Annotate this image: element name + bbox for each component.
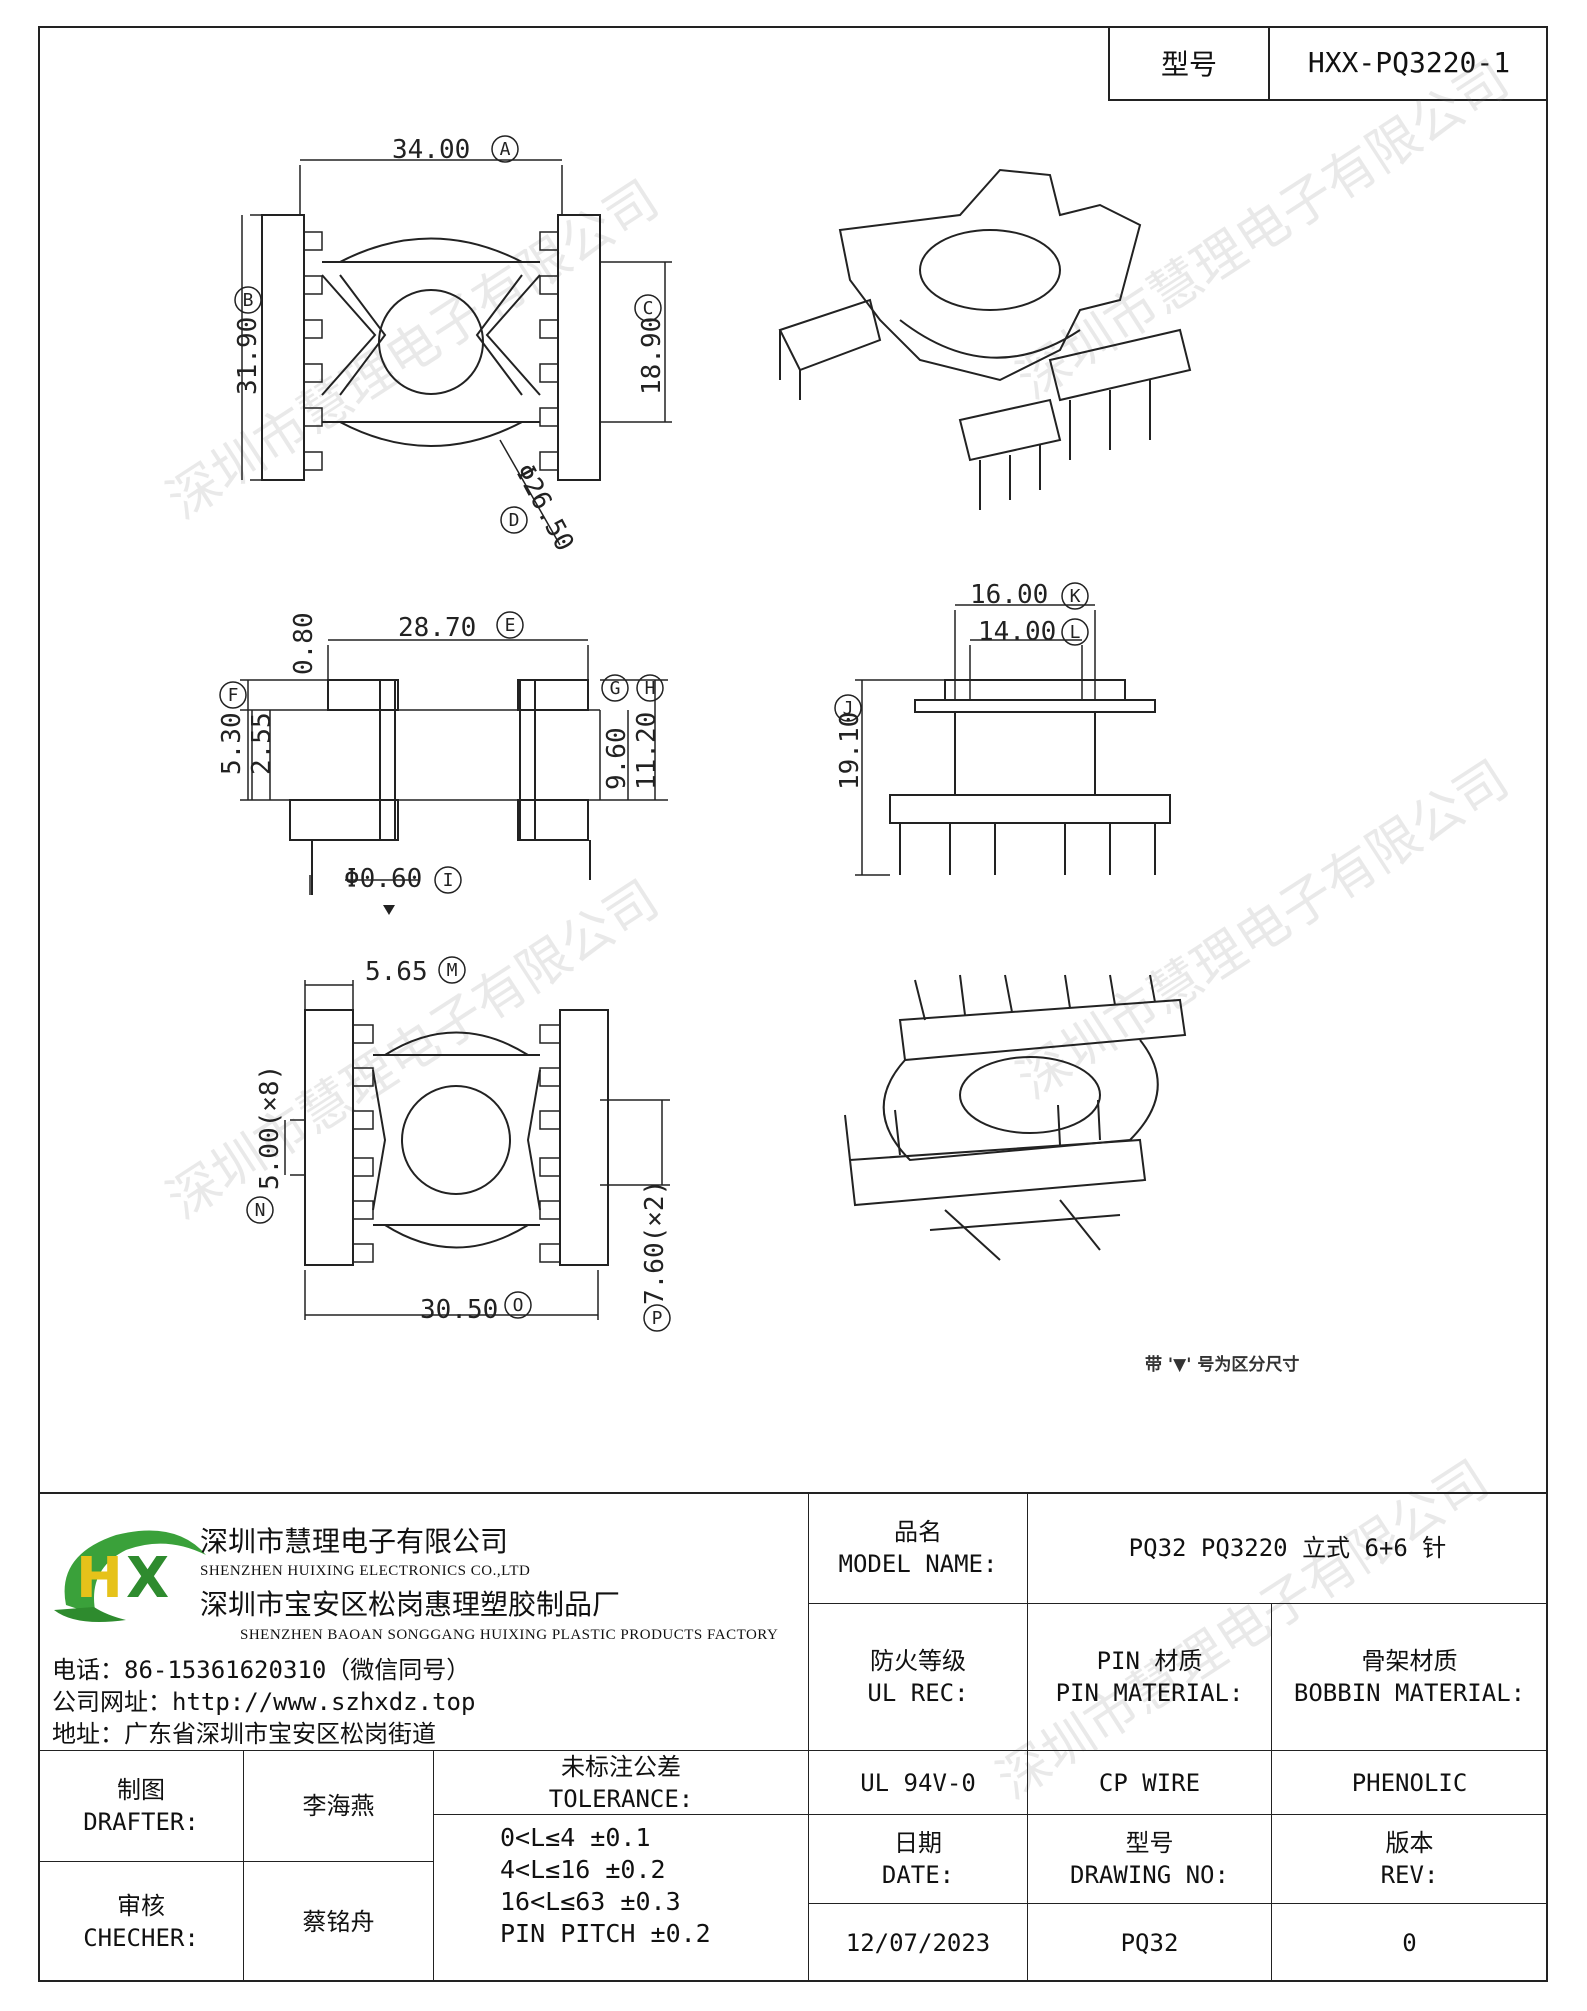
tolerance-line: 4<L≤16 ±0.2 xyxy=(500,1855,666,1884)
balloon-g: G xyxy=(610,678,621,699)
svg-text:H: H xyxy=(76,1546,123,1611)
drafter-value: 李海燕 xyxy=(243,1750,434,1862)
company-phone: 电话：86-15361620310（微信同号） xyxy=(52,1656,471,1684)
balloon-k: K xyxy=(1070,586,1081,607)
dim-c: 18.90 xyxy=(637,317,667,395)
side-view-labels: 28.70 0.80 5.30 2.55 9.60 11.20 Φ0.60 xyxy=(217,612,662,894)
dim-a: 34.00 xyxy=(392,135,470,165)
dim-j: 19.10 xyxy=(835,712,865,790)
tolerance-line: PIN PITCH ±0.2 xyxy=(500,1919,711,1948)
title-block xyxy=(38,1492,1548,1982)
balloon-h: H xyxy=(645,678,656,699)
date-value: 12/07/2023 xyxy=(808,1903,1028,1982)
balloon-e: E xyxy=(505,615,516,636)
company-website[interactable]: 公司网址：http://www.szhxdz.top xyxy=(52,1688,476,1716)
type-box: 型号 HXX-PQ3220-1 xyxy=(1108,26,1548,101)
dim-n: 5.00(×8) xyxy=(255,1065,285,1190)
bobbin-material-value: PHENOLIC xyxy=(1271,1750,1548,1815)
balloon-b: B xyxy=(243,290,254,311)
isometric-view-bottom xyxy=(844,974,1187,1261)
side-view xyxy=(240,639,668,915)
balloon-c: C xyxy=(643,298,654,319)
dim-p: 7.60(×2) xyxy=(640,1180,670,1305)
distinguish-note: 带 '▼' 号为区分尺寸 xyxy=(1145,1355,1300,1375)
balloon-m: M xyxy=(447,960,458,981)
dim-f: 5.30 xyxy=(217,712,247,775)
balloon-p: P xyxy=(652,1308,663,1329)
company-name-en: SHENZHEN HUIXING ELECTRONICS CO.,LTD xyxy=(200,1563,531,1579)
company-name-cn: 深圳市慧理电子有限公司 xyxy=(200,1525,509,1558)
balloon-i: I xyxy=(443,870,454,891)
pin-material-value: CP WIRE xyxy=(1027,1750,1272,1815)
svg-text:X: X xyxy=(126,1546,169,1611)
checker-value: 蔡铭舟 xyxy=(243,1861,434,1982)
model-name-value: PQ32 PQ3220 立式 6+6 针 xyxy=(1027,1492,1548,1604)
dim-i: Φ0.60 xyxy=(344,864,422,894)
balloon-f: F xyxy=(228,685,239,706)
balloon-l: L xyxy=(1070,622,1081,643)
dim-m: 5.65 xyxy=(365,957,428,987)
ul-rec-value: UL 94V-0 xyxy=(808,1750,1028,1815)
isometric-view-top xyxy=(778,168,1192,510)
dim-o: 30.50 xyxy=(420,1295,498,1325)
dim-k: 16.00 xyxy=(970,580,1048,610)
dim-top: 0.80 xyxy=(289,612,319,675)
dim-l: 14.00 xyxy=(978,617,1056,647)
company-address: 地址：广东省深圳市宝安区松岗街道 xyxy=(52,1720,436,1748)
tolerance-lines: 0<L≤4 ±0.1 4<L≤16 ±0.2 16<L≤63 ±0.3 PIN … xyxy=(500,1822,711,1950)
company-logo-icon: H X xyxy=(54,1530,206,1623)
dim-h1: 2.55 xyxy=(247,712,277,775)
balloon-j: J xyxy=(843,698,854,719)
front-view xyxy=(855,604,1171,876)
dim-e: 28.70 xyxy=(398,613,476,643)
bottom-view-labels: 5.65 5.00(×8) 30.50 7.60(×2) xyxy=(255,957,670,1325)
rev-value: 0 xyxy=(1271,1903,1548,1982)
bottom-view xyxy=(284,980,670,1320)
type-value: HXX-PQ3220-1 xyxy=(1307,46,1511,79)
tolerance-line: 0<L≤4 ±0.1 xyxy=(500,1823,651,1852)
top-view-balloons xyxy=(234,135,662,534)
balloon-a: A xyxy=(500,139,511,160)
top-view xyxy=(241,159,672,546)
balloon-d: D xyxy=(509,510,520,531)
top-view-labels: 34.00 31.90 18.90 Φ26.50 xyxy=(233,135,667,556)
tolerance-line: 16<L≤63 ±0.3 xyxy=(500,1887,681,1916)
balloon-o: O xyxy=(513,1295,524,1316)
drawing-no-value: PQ32 xyxy=(1027,1903,1272,1982)
factory-name-en: SHENZHEN BAOAN SONGGANG HUIXING PLASTIC … xyxy=(240,1627,779,1643)
factory-name-cn: 深圳市宝安区松岗惠理塑胶制品厂 xyxy=(200,1588,621,1621)
dim-h: 11.20 xyxy=(632,712,662,790)
dim-b: 31.90 xyxy=(233,317,263,395)
dim-h2: 9.60 xyxy=(602,727,632,790)
front-view-labels: 16.00 14.00 19.10 xyxy=(835,580,1056,790)
balloon-n: N xyxy=(255,1200,266,1221)
technical-drawing: 34.00 31.90 18.90 Φ26.50 A B C D 28 xyxy=(217,135,1192,1332)
type-label: 型号 xyxy=(1110,26,1270,99)
